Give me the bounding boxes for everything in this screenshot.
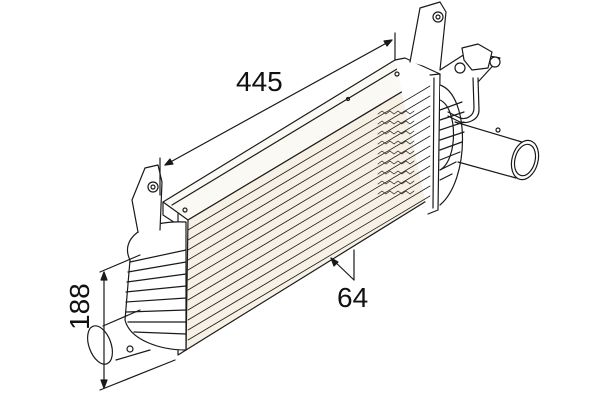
left-mounting-bracket	[131, 164, 163, 233]
dimension-height-label: 188	[64, 283, 95, 330]
dimension-leader-64	[330, 249, 355, 281]
left-end-tank	[124, 221, 187, 351]
dimension-line-445	[159, 32, 396, 196]
fin-zigzag-detail	[377, 110, 415, 195]
left-inlet-pipe	[87, 309, 151, 365]
core-body	[162, 57, 441, 356]
pressure-sensor	[439, 43, 501, 124]
dimension-line-188	[99, 254, 176, 391]
right-outlet-pipe	[454, 121, 540, 181]
right-mounting-bracket	[409, 1, 447, 71]
right-end-tank	[439, 84, 465, 206]
core-fins	[187, 85, 431, 341]
dimension-length-label: 445	[236, 66, 283, 97]
dimension-depth-label: 64	[337, 282, 369, 313]
